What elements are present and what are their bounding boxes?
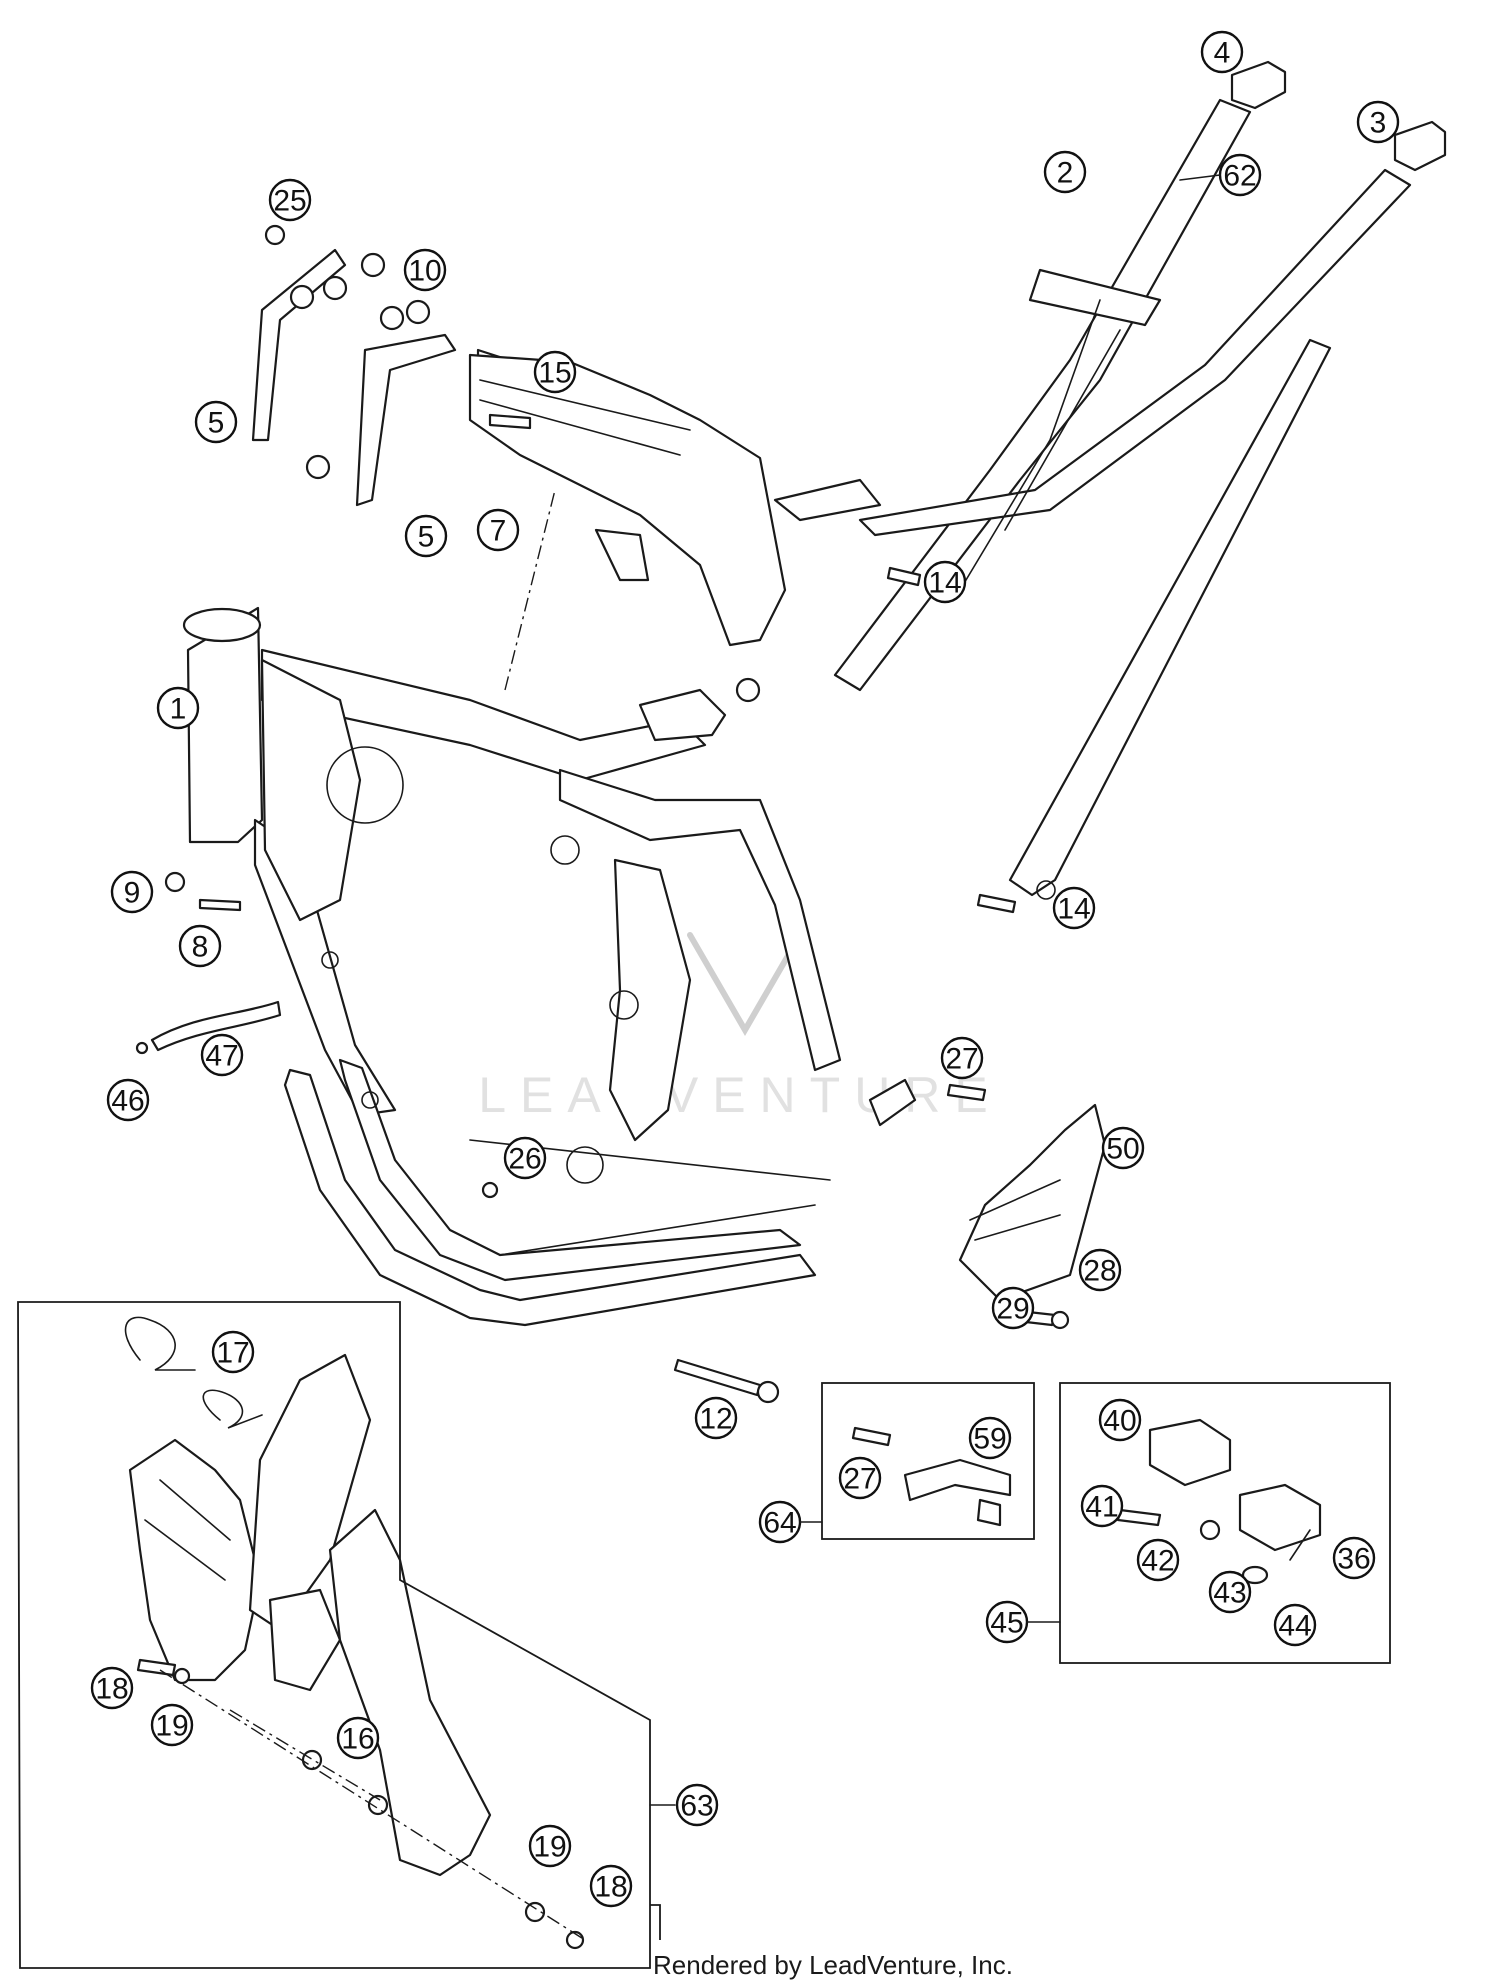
render-credit: Rendered by LeadVenture, Inc. bbox=[653, 1950, 1013, 1980]
subframe bbox=[773, 98, 1412, 900]
callout-1: 1 bbox=[156, 686, 200, 730]
callout-45: 45 bbox=[985, 1600, 1029, 1644]
engine-guard bbox=[468, 353, 787, 703]
callout-14a: 14 bbox=[923, 560, 967, 604]
callout-8: 8 bbox=[178, 924, 222, 968]
callout-28: 28 bbox=[1078, 1248, 1122, 1292]
svg-text:19: 19 bbox=[533, 1831, 566, 1864]
main-frame bbox=[182, 489, 917, 1327]
svg-text:7: 7 bbox=[490, 515, 507, 548]
svg-text:2: 2 bbox=[1057, 157, 1074, 190]
svg-text:10: 10 bbox=[408, 255, 441, 288]
callout-47: 47 bbox=[200, 1033, 244, 1077]
frame-protector-box bbox=[17, 1301, 661, 1969]
callout-44: 44 bbox=[1273, 1603, 1317, 1647]
callout-41: 41 bbox=[1080, 1484, 1124, 1528]
callout-64: 64 bbox=[758, 1500, 802, 1544]
svg-text:4: 4 bbox=[1214, 37, 1231, 70]
callout-4: 4 bbox=[1200, 30, 1244, 74]
callout-18a: 18 bbox=[90, 1666, 134, 1710]
callout-25: 25 bbox=[268, 178, 312, 222]
callout-50: 50 bbox=[1101, 1126, 1145, 1170]
svg-text:8: 8 bbox=[192, 931, 209, 964]
callout-5a: 5 bbox=[194, 400, 238, 444]
svg-text:17: 17 bbox=[216, 1337, 249, 1370]
svg-text:41: 41 bbox=[1085, 1491, 1118, 1524]
svg-text:40: 40 bbox=[1103, 1405, 1136, 1438]
callout-14b: 14 bbox=[1052, 886, 1096, 930]
svg-text:28: 28 bbox=[1083, 1255, 1116, 1288]
svg-text:29: 29 bbox=[996, 1293, 1029, 1326]
callout-40: 40 bbox=[1098, 1398, 1142, 1442]
svg-text:47: 47 bbox=[205, 1040, 238, 1073]
svg-text:27: 27 bbox=[843, 1463, 876, 1496]
svg-text:59: 59 bbox=[973, 1423, 1006, 1456]
callout-15: 15 bbox=[533, 350, 577, 394]
callout-26: 26 bbox=[503, 1136, 547, 1180]
svg-text:15: 15 bbox=[538, 357, 571, 390]
callout-16: 16 bbox=[336, 1716, 380, 1760]
svg-text:14: 14 bbox=[1057, 893, 1090, 926]
svg-text:45: 45 bbox=[990, 1607, 1023, 1640]
svg-text:64: 64 bbox=[763, 1507, 796, 1540]
side-brackets bbox=[251, 224, 518, 507]
callout-2: 2 bbox=[1043, 150, 1087, 194]
svg-text:18: 18 bbox=[95, 1673, 128, 1706]
svg-text:1: 1 bbox=[170, 693, 187, 726]
svg-text:5: 5 bbox=[418, 521, 435, 554]
footpeg-kit-box bbox=[1059, 1382, 1391, 1664]
svg-text:43: 43 bbox=[1213, 1577, 1246, 1610]
svg-text:3: 3 bbox=[1370, 107, 1387, 140]
callout-63: 63 bbox=[675, 1783, 719, 1827]
callout-3: 3 bbox=[1356, 100, 1400, 144]
callout-17: 17 bbox=[211, 1330, 255, 1374]
small-hardware bbox=[135, 413, 532, 1055]
svg-text:9: 9 bbox=[124, 877, 141, 910]
callout-12: 12 bbox=[694, 1396, 738, 1440]
svg-text:46: 46 bbox=[111, 1085, 144, 1118]
callout-27a: 27 bbox=[940, 1036, 984, 1080]
callout-59: 59 bbox=[968, 1416, 1012, 1460]
callout-19b: 19 bbox=[528, 1824, 572, 1868]
callout-5b: 5 bbox=[404, 514, 448, 558]
svg-text:16: 16 bbox=[341, 1723, 374, 1756]
svg-text:12: 12 bbox=[699, 1403, 732, 1436]
chain-guide-kit-box bbox=[821, 1382, 1035, 1540]
subframe-end-caps bbox=[1230, 60, 1447, 172]
svg-text:50: 50 bbox=[1106, 1133, 1139, 1166]
svg-text:42: 42 bbox=[1141, 1545, 1174, 1578]
callout-62: 62 bbox=[1218, 153, 1262, 197]
callout-29: 29 bbox=[991, 1286, 1035, 1330]
svg-text:14: 14 bbox=[928, 567, 961, 600]
svg-text:63: 63 bbox=[680, 1790, 713, 1823]
svg-text:25: 25 bbox=[273, 185, 306, 218]
svg-text:27: 27 bbox=[945, 1043, 978, 1076]
svg-text:62: 62 bbox=[1223, 160, 1256, 193]
svg-text:26: 26 bbox=[508, 1143, 541, 1176]
callout-42: 42 bbox=[1136, 1538, 1180, 1582]
callout-7: 7 bbox=[476, 508, 520, 552]
frame-protector-kit bbox=[124, 1316, 586, 1950]
watermark: LEADVENTURE bbox=[478, 932, 1002, 1123]
callout-43: 43 bbox=[1208, 1570, 1252, 1614]
callout-19a: 19 bbox=[150, 1703, 194, 1747]
svg-text:LEADVENTURE: LEADVENTURE bbox=[478, 1067, 1002, 1123]
callout-18b: 18 bbox=[589, 1864, 633, 1908]
frame-bolts bbox=[481, 566, 1070, 1404]
callout-9: 9 bbox=[110, 870, 154, 914]
svg-text:36: 36 bbox=[1337, 1543, 1370, 1576]
callout-10: 10 bbox=[403, 248, 447, 292]
callout-27b: 27 bbox=[838, 1456, 882, 1500]
svg-text:5: 5 bbox=[208, 407, 225, 440]
callout-46: 46 bbox=[106, 1078, 150, 1122]
svg-text:44: 44 bbox=[1278, 1610, 1311, 1643]
svg-text:18: 18 bbox=[594, 1871, 627, 1904]
callout-36: 36 bbox=[1332, 1536, 1376, 1580]
svg-text:19: 19 bbox=[155, 1710, 188, 1743]
